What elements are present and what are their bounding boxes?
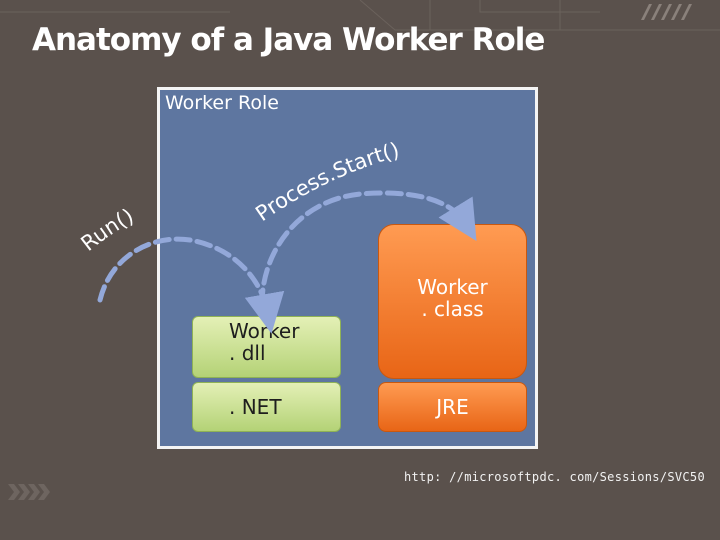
chevron-marks — [8, 484, 50, 500]
process-start-arrow — [259, 190, 477, 307]
jre-label: JRE — [436, 395, 469, 419]
slash-marks — [641, 4, 692, 20]
worker-class-line-2: . class — [421, 297, 484, 321]
run-arrow — [97, 236, 285, 334]
worker-dll-line-2: . dll — [229, 341, 266, 365]
run-call-text: Run() — [76, 204, 137, 256]
worker-class-block: Worker . class — [378, 224, 527, 379]
dotnet-label: . NET — [229, 395, 282, 419]
run-call-label: Run() — [76, 204, 137, 256]
worker-class-line-1: Worker — [417, 275, 488, 299]
process-start-call-text: Process.Start() — [251, 138, 402, 226]
source-url: http: //microsoftpdc. com/Sessions/SVC50 — [404, 470, 705, 484]
slide-title: Anatomy of a Java Worker Role — [32, 22, 545, 58]
process-start-call-label: Process.Start() — [251, 138, 402, 226]
dotnet-block: . NET — [192, 382, 341, 432]
jre-block: JRE — [378, 382, 527, 432]
worker-role-label: Worker Role — [165, 92, 279, 114]
